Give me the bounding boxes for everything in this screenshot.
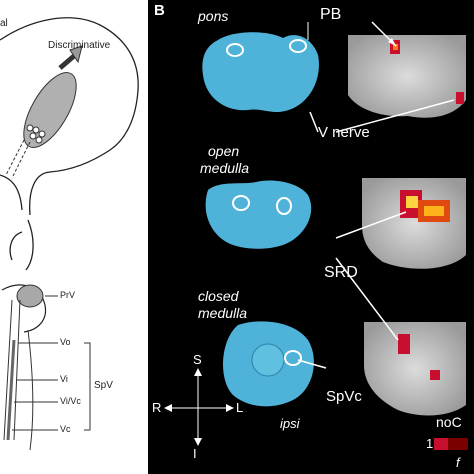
open-medulla-label: medulla <box>200 160 250 176</box>
pons-section <box>202 32 319 112</box>
partial-top-label: al <box>0 18 8 29</box>
vc-label: Vc <box>60 424 71 434</box>
panel-b-label: B <box>154 2 165 19</box>
pons-label: pons <box>198 8 229 24</box>
v-nerve-label: V nerve <box>318 124 370 141</box>
open-medulla-section <box>205 180 312 249</box>
closed-medulla-fmri <box>364 322 466 416</box>
closed-medulla-label: medulla <box>198 305 248 321</box>
panel-b-images: B pons PB V nerve open medulla SRD close… <box>148 0 474 474</box>
colorbar-min: 1 <box>426 436 434 451</box>
brainstem-diagram <box>0 17 139 451</box>
pons-fmri <box>348 35 466 118</box>
histology-fmri-figure <box>164 21 468 450</box>
inferior-label: I <box>193 446 197 461</box>
closed-label: closed <box>198 288 239 304</box>
right-label: R <box>152 400 162 415</box>
spv-label: SpV <box>94 380 113 391</box>
vo-label: Vo <box>60 337 71 347</box>
vi-label: Vi <box>60 374 68 384</box>
panel-a-schematic: al Discriminative PrV Vo Vi Vi/Vc Vc SpV <box>0 0 148 474</box>
colorbar-title: noC <box>436 414 462 430</box>
open-label: open <box>208 143 240 159</box>
spvc-label: SpVc <box>326 388 362 405</box>
pb-label: PB <box>320 6 342 23</box>
ipsi-label: ipsi <box>280 416 300 431</box>
superior-label: S <box>193 352 202 367</box>
srd-label: SRD <box>324 264 358 281</box>
discriminative-label: Discriminative <box>48 40 111 51</box>
prv-label: PrV <box>60 290 76 300</box>
colorbar-max: f <box>456 455 460 470</box>
left-label: L <box>236 400 244 415</box>
vivc-label: Vi/Vc <box>60 396 81 406</box>
